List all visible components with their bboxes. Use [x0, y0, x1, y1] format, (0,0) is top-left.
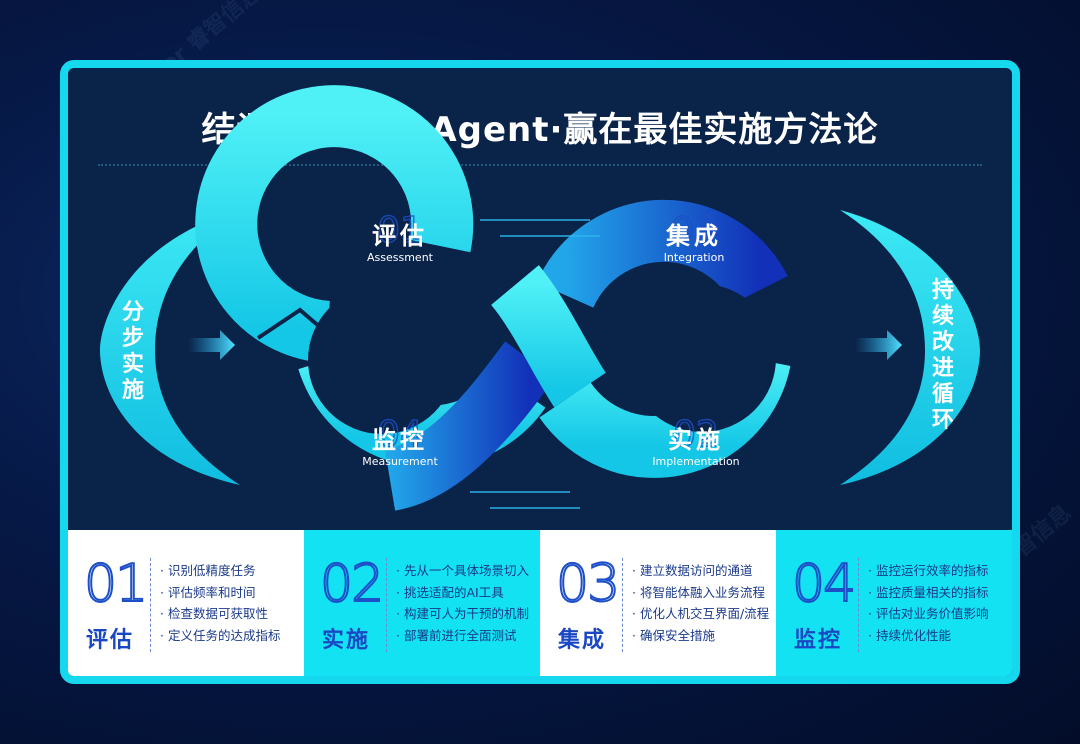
stage-card-assessment: 01 评估 识别低精度任务 评估频率和时间 检查数据可获取性 定义任务的达成指标: [68, 530, 304, 676]
stage-card-measurement: 04 监控 监控运行效率的指标 监控质量相关的指标 评估对业务价值影响 持续优化…: [776, 530, 1012, 676]
loop-name: 监控: [372, 426, 428, 454]
main-card: 结语：落地AI Agent·赢在最佳实施方法论: [60, 60, 1020, 684]
loop-label-assessment: 01 评估 Assessment: [360, 209, 440, 264]
list-item: 检查数据可获取性: [160, 603, 280, 625]
stage-number: 02: [319, 554, 385, 614]
list-item: 评估频率和时间: [160, 582, 280, 604]
loop-name: 评估: [372, 222, 428, 250]
loop-label-measurement: 04 监控 Measurement: [360, 413, 440, 468]
divider: [98, 164, 982, 166]
left-crescent: [100, 210, 240, 485]
stage-number: 04: [791, 554, 857, 614]
loop-number: 03: [670, 209, 717, 252]
list-item: 定义任务的达成指标: [160, 625, 281, 647]
list-item: 监控质量相关的指标: [868, 582, 989, 604]
list-item: 部署前进行全面测试: [396, 625, 529, 647]
stage-list: 监控运行效率的指标 监控质量相关的指标 评估对业务价值影响 持续优化性能: [868, 560, 989, 647]
list-item: 挑选适配的AI工具: [396, 582, 529, 604]
loop-number: 01: [376, 209, 423, 252]
divider: [150, 558, 151, 652]
right-label: 持续改进循环: [932, 278, 955, 433]
stage-name: 监控: [794, 628, 843, 653]
stage-list: 建立数据访问的通道 将智能体融入业务流程 优化人机交互界面/流程 确保安全措施: [632, 560, 769, 646]
right-arrow-icon: [855, 330, 902, 360]
right-crescent: [840, 210, 980, 485]
loop-name: 集成: [666, 222, 722, 250]
left-label: 分步实施: [122, 300, 145, 403]
loop-number: 04: [376, 413, 423, 456]
stage-name: 评估: [86, 628, 135, 653]
list-item: 识别低精度任务: [160, 560, 280, 582]
list-item: 确保安全措施: [632, 625, 769, 647]
stage-card-integration: 03 集成 建立数据访问的通道 将智能体融入业务流程 优化人机交互界面/流程 确…: [540, 530, 776, 676]
loop-number: 02: [672, 413, 719, 456]
stage-list: 先从一个具体场景切入 挑选适配的AI工具 构建可人为干预的机制 部署前进行全面测…: [396, 560, 529, 646]
list-item: 监控运行效率的指标: [868, 560, 989, 582]
loop-en: Implementation: [652, 455, 740, 468]
divider: [858, 558, 859, 652]
infinity-loop-diagram: [100, 85, 980, 511]
list-item: 评估对业务价值影响: [868, 603, 989, 625]
stage-number: 03: [555, 554, 621, 614]
stage-number: 01: [83, 554, 149, 614]
list-item: 优化人机交互界面/流程: [632, 603, 769, 625]
list-item: 建立数据访问的通道: [632, 560, 769, 582]
loop-en: Measurement: [362, 455, 438, 468]
list-item: 持续优化性能: [868, 625, 988, 647]
loop-en: Integration: [663, 251, 725, 264]
stage-name: 集成: [558, 628, 607, 653]
stage-card-implementation: 02 实施 先从一个具体场景切入 挑选适配的AI工具 构建可人为干预的机制 部署…: [304, 530, 540, 676]
list-item: 先从一个具体场景切入: [396, 560, 529, 582]
list-item: 构建可人为干预的机制: [396, 603, 529, 625]
stage-cards: 01 评估 识别低精度任务 评估频率和时间 检查数据可获取性 定义任务的达成指标…: [68, 530, 1012, 676]
divider: [386, 558, 387, 652]
stage-list: 识别低精度任务 评估频率和时间 检查数据可获取性 定义任务的达成指标: [160, 560, 281, 647]
loop-en: Assessment: [367, 251, 433, 264]
loop-label-integration: 03 集成 Integration: [654, 209, 734, 264]
left-arrow-icon: [188, 330, 235, 360]
loop-name: 实施: [668, 426, 724, 454]
divider: [622, 558, 623, 652]
list-item: 将智能体融入业务流程: [632, 582, 769, 604]
stage-name: 实施: [322, 628, 371, 653]
loop-label-implementation: 02 实施 Implementation: [648, 413, 744, 468]
